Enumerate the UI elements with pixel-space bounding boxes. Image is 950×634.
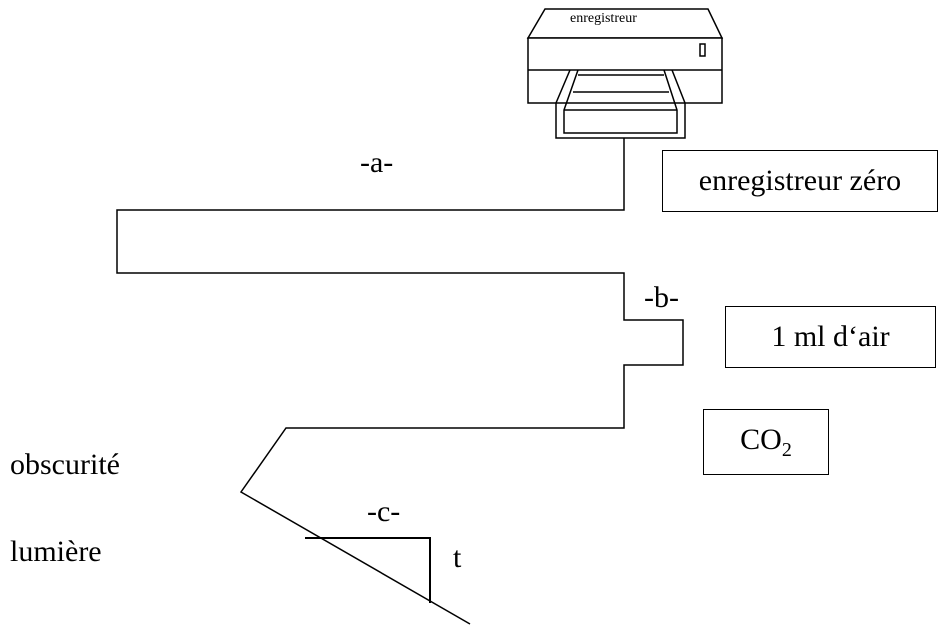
- label-obscurite: obscurité: [10, 448, 120, 481]
- label-c: -c-: [367, 495, 401, 528]
- box-enregistreur-zero: enregistreur zéro: [662, 150, 938, 212]
- time-marker: [305, 537, 431, 603]
- label-lumiere: lumière: [10, 535, 102, 568]
- label-t: t: [453, 541, 462, 574]
- box-co2-text: CO2: [740, 423, 792, 462]
- box-co2: CO2: [703, 409, 829, 475]
- box-enregistreur-zero-text: enregistreur zéro: [698, 164, 902, 197]
- recording-trace: [116, 138, 684, 625]
- recorder-tray-outer: [555, 69, 686, 139]
- recorder-tray-inner: [563, 69, 678, 134]
- recorder-indicator: [699, 43, 706, 57]
- recorder-device: [526, 8, 724, 139]
- box-air: 1 ml d‘air: [725, 306, 936, 368]
- label-b: -b-: [644, 281, 679, 314]
- recorder-label: enregistreur: [570, 11, 637, 26]
- co2-subscript: 2: [781, 438, 792, 461]
- box-air-text: 1 ml d‘air: [771, 320, 890, 353]
- co2-base: CO: [740, 422, 782, 456]
- label-a: -a-: [360, 146, 394, 179]
